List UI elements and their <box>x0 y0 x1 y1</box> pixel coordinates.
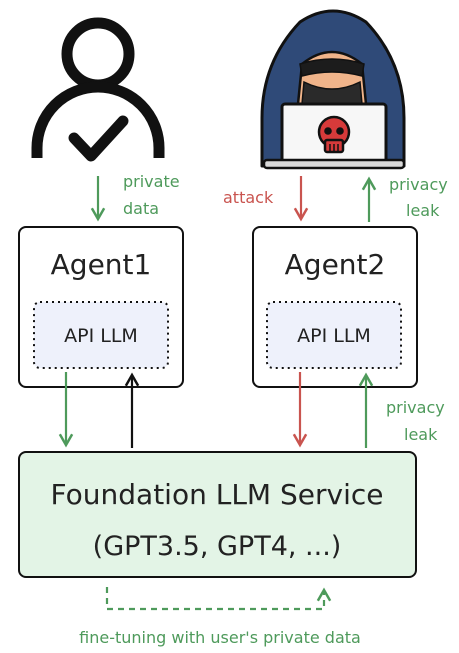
agent1-title: Agent1 <box>51 248 152 281</box>
privacy-leak-top-label-line2: leak <box>406 201 440 220</box>
service-models: (GPT3.5, GPT4, ...) <box>93 531 342 562</box>
agent2-api-llm: API LLM <box>297 325 371 347</box>
agent1-api-llm: API LLM <box>64 325 138 347</box>
privacy-leak-bottom-label-line1: privacy <box>386 398 445 417</box>
fine-tuning-arrow <box>105 587 332 611</box>
private-data-label-line1: private <box>123 172 180 191</box>
privacy-leak-top-label-line1: privacy <box>389 175 448 194</box>
privacy-leak-bottom-label-line2: leak <box>404 425 438 444</box>
foundation-service-box: Foundation LLM Service (GPT3.5, GPT4, ..… <box>18 451 417 578</box>
skull-icon <box>317 115 351 154</box>
private-data-label-line2: data <box>123 199 159 218</box>
service-title: Foundation LLM Service <box>51 478 384 511</box>
hacker-laptop-icon <box>260 9 406 170</box>
agent2-title: Agent2 <box>285 248 386 281</box>
agent1-box: Agent1 API LLM <box>18 226 184 388</box>
user-check-icon <box>31 17 165 162</box>
attack-label: attack <box>223 188 274 207</box>
fine-tuning-label: fine-tuning with user's private data <box>79 628 361 647</box>
agent2-box: Agent2 API LLM <box>252 226 418 388</box>
